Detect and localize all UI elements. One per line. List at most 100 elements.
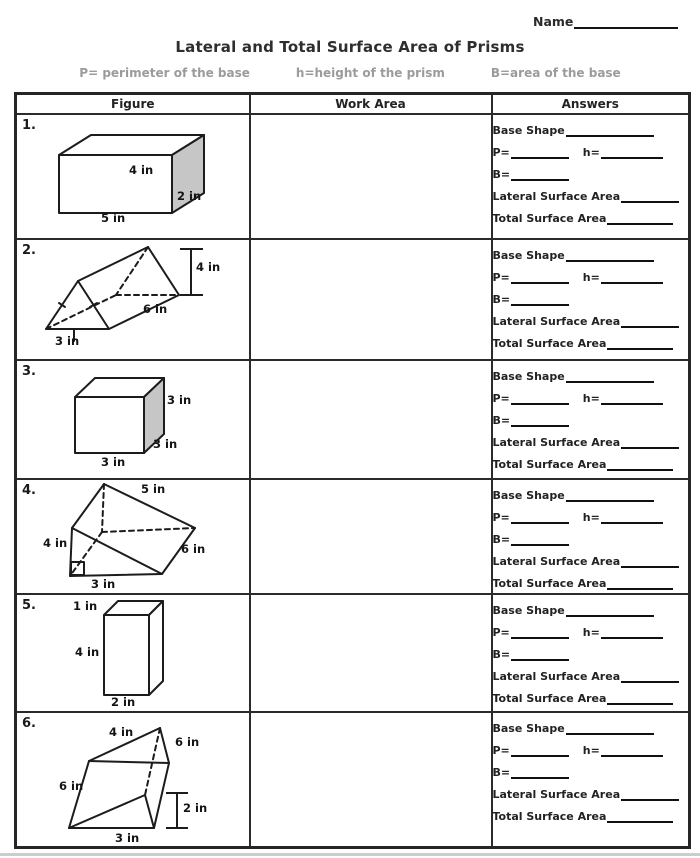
base-shape-label: Base Shape <box>492 249 565 262</box>
total-label: Total Surface Area <box>492 810 607 823</box>
column-header-figure: Figure <box>14 92 251 115</box>
dimension-label-top-right-edge: 6 in <box>175 735 200 749</box>
total-field: Total Surface Area <box>493 801 689 823</box>
h-blank <box>600 518 663 524</box>
total-field: Total Surface Area <box>493 683 689 705</box>
lateral-field: Lateral Surface Area <box>493 546 689 568</box>
p-label: P= <box>492 392 510 405</box>
dimension-bracket <box>166 792 188 829</box>
problem-row-4: 4. 5 in 4 in 6 in 3 in <box>14 478 691 595</box>
b-field: B= <box>493 757 689 779</box>
base-shape-field: Base Shape <box>493 713 689 735</box>
total-blank <box>607 465 674 471</box>
work-area-cell-3 <box>248 359 493 480</box>
dimension-label-depth: 1 in <box>73 599 98 613</box>
dimension-label-prism-height: 4 in <box>196 260 221 274</box>
dimension-label-left-edge: 6 in <box>59 779 84 793</box>
problem-number-6: 6. <box>22 716 36 731</box>
figure-cell-5: 5. 1 in 4 in 2 in <box>14 593 251 713</box>
b-field: B= <box>493 284 689 306</box>
dimension-label-base: 3 in <box>115 831 140 845</box>
p-label: P= <box>492 511 510 524</box>
work-area-cell-1 <box>248 113 493 240</box>
triangular-prism-figure <box>45 246 203 342</box>
b-field: B= <box>493 639 689 661</box>
total-field: Total Surface Area <box>493 568 689 590</box>
column-header-answers: Answers <box>490 92 691 115</box>
lateral-label: Lateral Surface Area <box>492 315 621 328</box>
p-h-field: P=h= <box>493 383 689 405</box>
lateral-blank <box>621 322 680 328</box>
base-shape-label: Base Shape <box>492 370 565 383</box>
figure-cell-3: 3. 3 in 3 in 3 in <box>14 359 251 480</box>
b-blank <box>511 540 570 546</box>
b-field: B= <box>493 524 689 546</box>
b-blank <box>511 655 570 661</box>
visible-edges <box>69 483 196 577</box>
problem-row-3: 3. 3 in 3 in 3 in Base Shape P=h= B= Lat… <box>14 359 691 480</box>
dimension-label-height: 4 in <box>75 645 100 659</box>
formula-legend: P= perimeter of the base h=height of the… <box>0 66 700 80</box>
hidden-edges <box>69 483 196 577</box>
lateral-field: Lateral Surface Area <box>493 779 689 801</box>
problem-number-4: 4. <box>22 483 36 498</box>
right-angle-marker <box>70 561 85 576</box>
answers-cell-2: Base Shape P=h= B= Lateral Surface Area … <box>490 238 691 361</box>
dimension-label-depth: 3 in <box>153 437 178 451</box>
dimension-bracket <box>180 248 203 296</box>
dimension-label-width: 5 in <box>101 211 126 225</box>
cube-figure <box>74 377 165 454</box>
total-label: Total Surface Area <box>492 577 607 590</box>
problem-row-5: 5. 1 in 4 in 2 in Base Shape P=h= B= Lat… <box>14 593 691 713</box>
name-label: Name <box>533 14 574 29</box>
h-blank <box>600 633 663 639</box>
p-h-field: P=h= <box>493 735 689 757</box>
p-h-field: P=h= <box>493 262 689 284</box>
header-row: Figure Work Area Answers <box>14 92 691 115</box>
b-field: B= <box>493 405 689 427</box>
total-blank <box>607 699 674 705</box>
total-blank <box>607 584 674 590</box>
b-label: B= <box>492 648 511 661</box>
total-label: Total Surface Area <box>492 692 607 705</box>
answers-cell-4: Base Shape P=h= B= Lateral Surface Area … <box>490 478 691 595</box>
base-shape-field: Base Shape <box>493 595 689 617</box>
base-shape-blank <box>565 496 654 502</box>
lateral-blank <box>621 197 680 203</box>
worksheet-title: Lateral and Total Surface Area of Prisms <box>175 38 525 56</box>
total-blank <box>607 817 674 823</box>
dimension-label-hypotenuse: 5 in <box>141 482 166 496</box>
dimension-label-width: 3 in <box>101 455 126 469</box>
total-blank <box>607 219 674 225</box>
total-field: Total Surface Area <box>493 203 689 225</box>
lateral-field: Lateral Surface Area <box>493 181 689 203</box>
lateral-field: Lateral Surface Area <box>493 661 689 683</box>
lateral-label: Lateral Surface Area <box>492 555 621 568</box>
oblique-triangular-prism-figure <box>68 727 188 829</box>
answers-cell-5: Base Shape P=h= B= Lateral Surface Area … <box>490 593 691 713</box>
dimension-label-base: 3 in <box>55 334 80 348</box>
legend-base-area: B=area of the base <box>490 66 621 80</box>
name-blank-line <box>574 23 679 29</box>
lateral-label: Lateral Surface Area <box>492 670 621 683</box>
prism-front-face <box>58 154 173 214</box>
p-label: P= <box>492 626 510 639</box>
b-label: B= <box>492 414 511 427</box>
b-blank <box>511 300 570 306</box>
problem-number-2: 2. <box>22 243 36 258</box>
base-shape-blank <box>565 377 654 383</box>
lateral-field: Lateral Surface Area <box>493 427 689 449</box>
dimension-label-length: 6 in <box>181 542 206 556</box>
work-area-cell-4 <box>248 478 493 595</box>
answers-cell-6: Base Shape P=h= B= Lateral Surface Area … <box>490 711 691 849</box>
base-shape-field: Base Shape <box>493 115 689 137</box>
total-blank <box>607 344 674 350</box>
name-field: Name <box>533 14 679 29</box>
work-area-cell-5 <box>248 593 493 713</box>
b-label: B= <box>492 766 511 779</box>
work-area-cell-2 <box>248 238 493 361</box>
column-header-work-area: Work Area <box>248 92 493 115</box>
p-h-field: P=h= <box>493 617 689 639</box>
p-blank <box>510 633 569 639</box>
lateral-label: Lateral Surface Area <box>492 190 621 203</box>
